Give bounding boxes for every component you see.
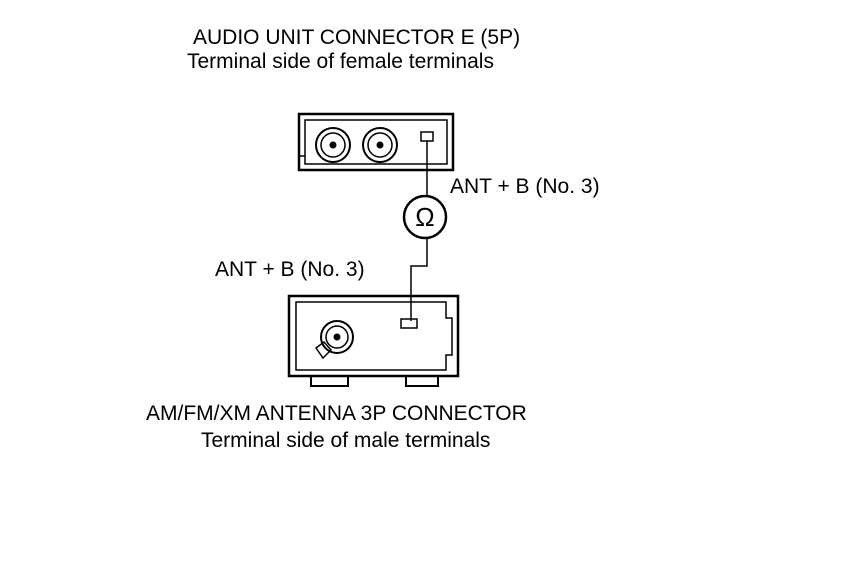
coax-terminal-right — [362, 127, 398, 163]
ant-terminal-bottom — [400, 318, 418, 329]
bottom-connector-title: AM/FM/XM ANTENNA 3P CONNECTOR — [146, 402, 527, 425]
top-connector-subtitle: Terminal side of female terminals — [187, 50, 494, 73]
ant-terminal-top — [420, 131, 434, 142]
top-connector-title: AUDIO UNIT CONNECTOR E (5P) — [193, 26, 521, 49]
antenna-connector — [287, 294, 460, 387]
bottom-connector-subtitle: Terminal side of male terminals — [201, 429, 491, 452]
lower-probe-label: ANT + B (No. 3) — [215, 258, 365, 281]
ohm-symbol: Ω — [415, 202, 434, 232]
probe-wire-lower — [410, 238, 428, 321]
coax-terminal-male — [314, 320, 354, 360]
ohmmeter-icon — [402, 194, 448, 240]
audio-unit-connector — [297, 112, 455, 172]
upper-probe-label: ANT + B (No. 3) — [450, 175, 600, 198]
coax-terminal-left — [315, 127, 351, 163]
